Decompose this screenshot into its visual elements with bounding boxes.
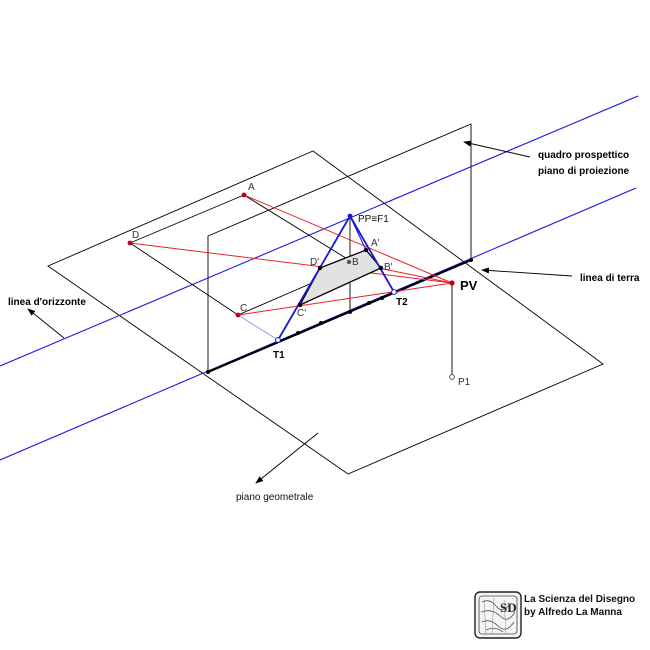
base-edge-c-t1 — [237, 314, 279, 341]
label-a: A — [248, 182, 255, 193]
ground-line — [207, 258, 472, 374]
point-b-prime — [378, 265, 384, 271]
label-quadro-line2: piano di proiezione — [538, 166, 630, 177]
label-c: C — [240, 303, 247, 314]
point-d-prime — [317, 265, 323, 271]
point-t2 — [391, 289, 397, 295]
label-t2: T2 — [396, 297, 408, 308]
credit-line1: La Scienza del Disegno — [524, 594, 635, 605]
label-pv: PV — [460, 278, 478, 293]
label-p1: P1 — [458, 377, 471, 388]
label-d: D — [132, 230, 139, 241]
point-t1 — [275, 337, 281, 343]
point-c — [235, 312, 241, 318]
point-d — [127, 240, 133, 246]
point-b — [346, 259, 352, 265]
base-square-edges — [129, 194, 245, 244]
la-scienza-del-disegno-logo: SD — [474, 591, 522, 639]
credit-line2: by Alfredo La Manna — [524, 607, 622, 618]
arrow-geometrale — [255, 432, 319, 484]
label-a-prime: A' — [371, 238, 380, 249]
label-piano-geometrale: piano geometrale — [236, 492, 314, 503]
label-c-prime: C' — [297, 308, 306, 319]
arrow-linea-terra — [481, 267, 573, 277]
label-pp-f1: PP≡F1 — [358, 214, 389, 225]
points — [127, 192, 455, 380]
geometral-plane — [47, 150, 604, 475]
ray-a — [243, 194, 453, 284]
point-pv — [449, 280, 455, 286]
label-b: B — [352, 257, 359, 268]
point-p1 — [449, 374, 455, 380]
arrow-orizzonte — [27, 308, 65, 339]
perspective-line-a — [349, 215, 367, 251]
ray-d — [129, 242, 453, 284]
label-linea-terra: linea di terra — [580, 273, 640, 284]
point-a — [241, 192, 247, 198]
perspective-line-t2 — [349, 215, 395, 293]
horizon-line-upper — [0, 95, 639, 367]
point-c-prime — [297, 302, 303, 308]
point-a-prime — [363, 247, 369, 253]
ray-c — [237, 282, 453, 316]
label-d-prime: D' — [310, 257, 319, 268]
logo-letters: SD — [500, 600, 517, 615]
ground-line-ticks — [206, 258, 473, 374]
label-quadro-line1: quadro prospettico — [538, 150, 629, 161]
label-linea-orizzonte: linea d'orizzonte — [8, 297, 86, 308]
label-t1: T1 — [273, 350, 285, 361]
picture-plane — [207, 123, 472, 372]
perspective-line-d — [319, 215, 351, 269]
base-edge-dc — [129, 242, 239, 316]
point-pp — [347, 213, 353, 219]
label-b-prime: B' — [384, 262, 393, 273]
arrow-quadro — [463, 140, 531, 158]
base-edge-ab — [243, 194, 350, 261]
